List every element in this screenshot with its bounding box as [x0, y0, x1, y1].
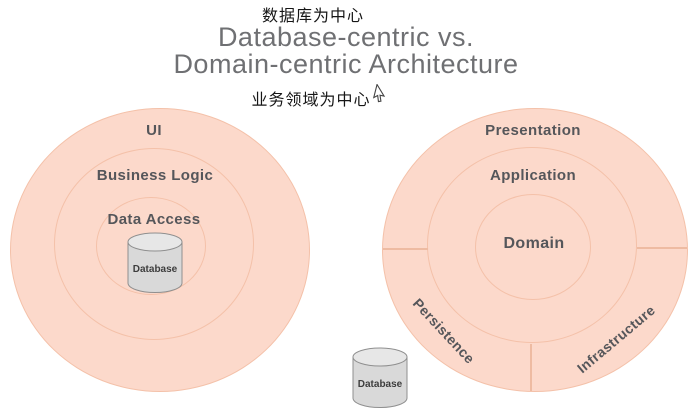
- ring-label-data-access: Data Access: [107, 211, 201, 228]
- left-middle-circle-business-logic: [54, 148, 254, 340]
- database-cylinder-icon-right: Database: [352, 347, 408, 408]
- page-title-line2: Domain-centric Architecture: [173, 49, 519, 79]
- subtitle-domain-centric-chinese: 业务领域为中心: [251, 92, 371, 109]
- ring-label-ui: UI: [146, 122, 162, 139]
- database-label-left: Database: [133, 264, 178, 275]
- segment-divider-right: [637, 247, 687, 249]
- database-label-right: Database: [358, 379, 403, 390]
- right-inner-circle-domain: [475, 194, 591, 300]
- ring-label-domain: Domain: [503, 235, 565, 252]
- database-cylinder-icon-left: Database: [127, 232, 183, 293]
- page-title-line1: Database-centric vs.: [217, 22, 475, 52]
- mouse-cursor-icon: [372, 84, 386, 103]
- page-title: Database-centric vs. Domain-centric Arch…: [173, 24, 518, 78]
- ring-label-application: Application: [489, 167, 577, 184]
- segment-divider-left: [383, 248, 428, 250]
- subtitle-database-centric-chinese: 数据库为中心: [261, 8, 365, 25]
- ring-label-presentation: Presentation: [485, 122, 581, 139]
- segment-divider-bottom: [530, 344, 532, 391]
- ring-label-business-logic: Business Logic: [96, 167, 214, 184]
